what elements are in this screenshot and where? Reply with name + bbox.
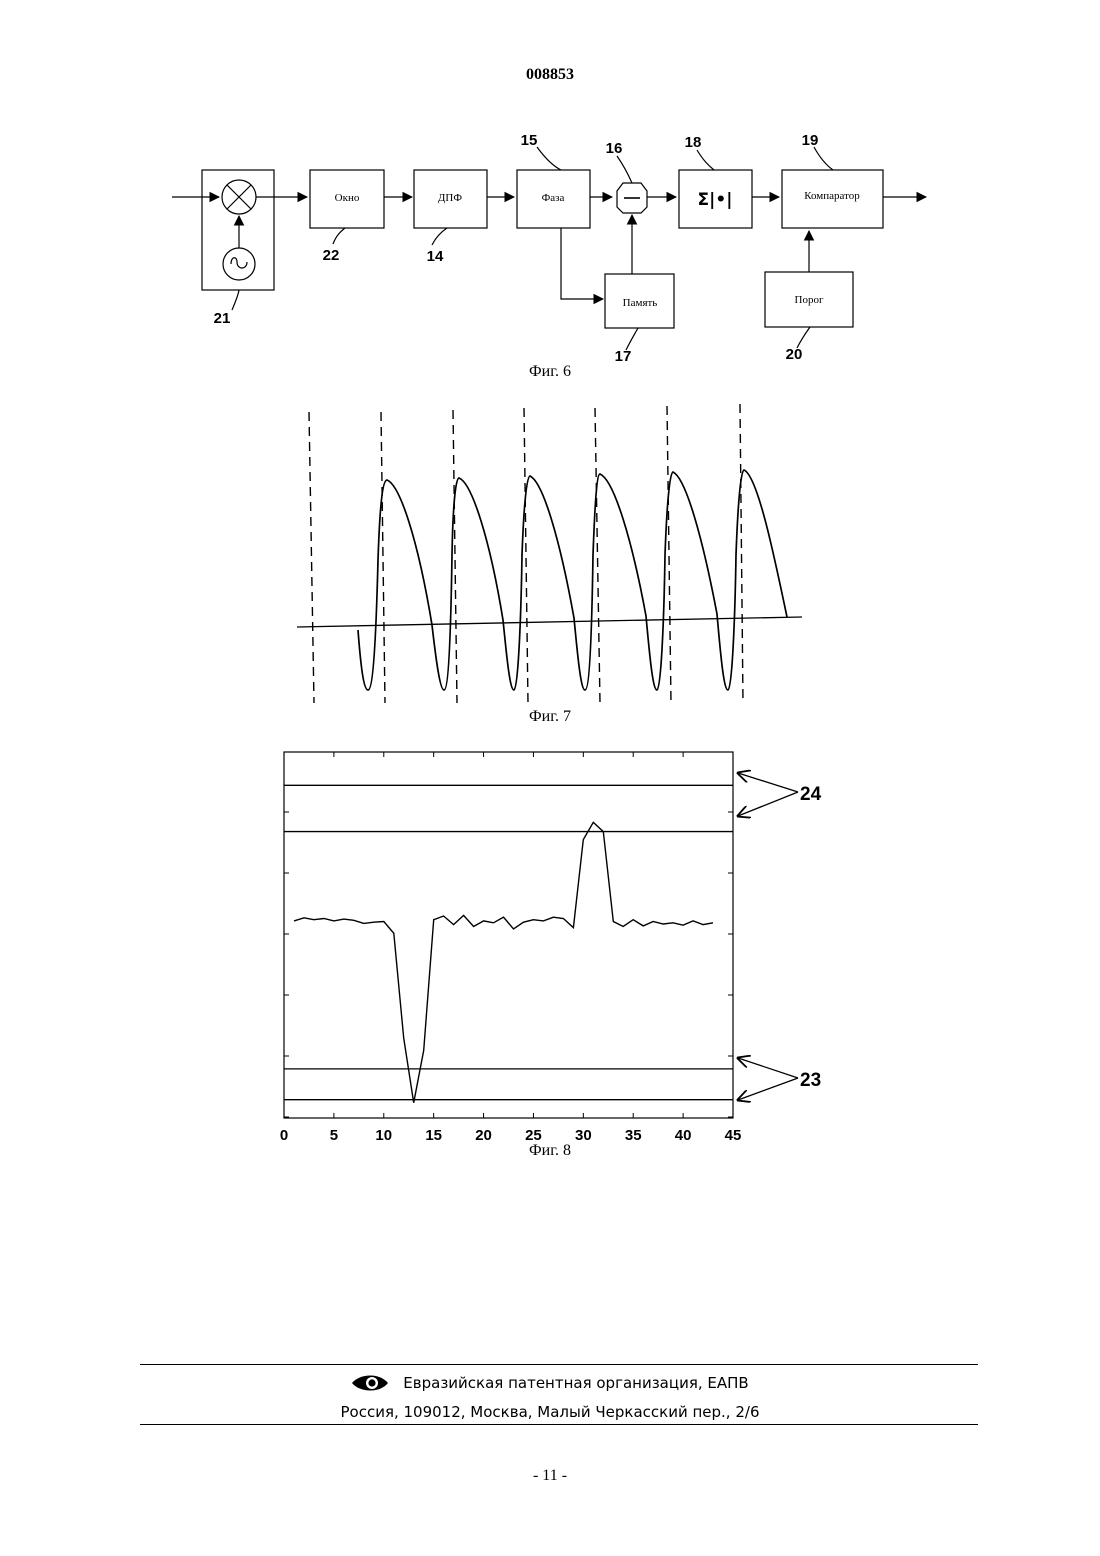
eye-logo-icon <box>351 1372 389 1394</box>
fig8-caption: Фиг. 8 <box>0 1142 1100 1160</box>
footer-organization: Евразийская патентная организация, ЕАПВ <box>0 1372 1100 1398</box>
callout-24-arrow <box>738 792 798 816</box>
ref-24: 24 <box>800 784 822 805</box>
footer-address: Россия, 109012, Москва, Малый Черкасский… <box>0 1403 1100 1421</box>
fig8-series-line <box>294 822 713 1103</box>
footer-divider <box>140 1364 978 1365</box>
organization-name: Евразийская патентная организация, ЕАПВ <box>403 1374 748 1392</box>
fig8-chart: 051015202530354045 24 23 <box>0 0 1100 1160</box>
footer-divider <box>140 1424 978 1425</box>
fig8-plot-frame <box>284 752 733 1118</box>
page-number: - 11 - <box>0 1467 1100 1485</box>
callout-23-arrow <box>738 1058 798 1078</box>
ref-23: 23 <box>800 1070 821 1091</box>
callout-23-arrow <box>738 1078 798 1100</box>
callout-24-arrow <box>738 773 798 792</box>
